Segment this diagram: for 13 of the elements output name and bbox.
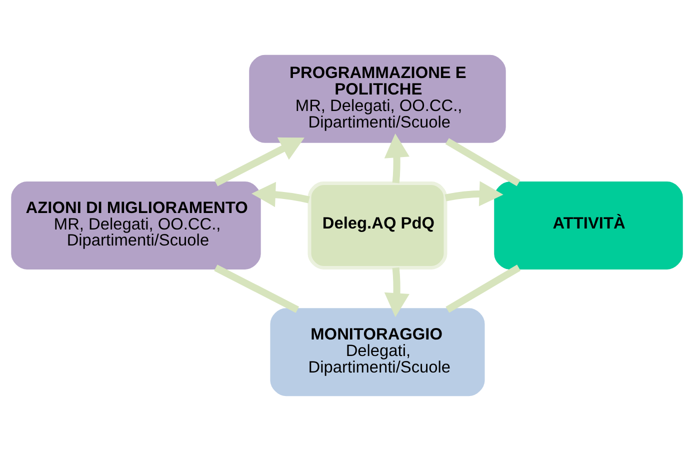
arrow bbox=[214, 136, 304, 186]
arrow bbox=[384, 266, 410, 317]
arrow bbox=[384, 133, 410, 183]
connector bbox=[445, 138, 520, 186]
node-box: PROGRAMMAZIONE E POLITICHE MR, Delegati, OO.CC., Dipartimenti/Scuole bbox=[249, 54, 506, 142]
node-box: ATTIVITÀ bbox=[494, 181, 683, 269]
connector bbox=[446, 264, 521, 312]
node-box: Deleg.AQ PdQ bbox=[308, 181, 448, 269]
node-box: MONITORAGGIO Delegati, Dipartimenti/Scuole bbox=[270, 308, 485, 396]
connector bbox=[214, 264, 300, 312]
arrow bbox=[444, 180, 504, 206]
arrow bbox=[252, 181, 310, 207]
node-box: AZIONI DI MIGLIORAMENTO MR, Delegati, OO.CC., Dipartimenti/Scuole bbox=[11, 181, 261, 269]
